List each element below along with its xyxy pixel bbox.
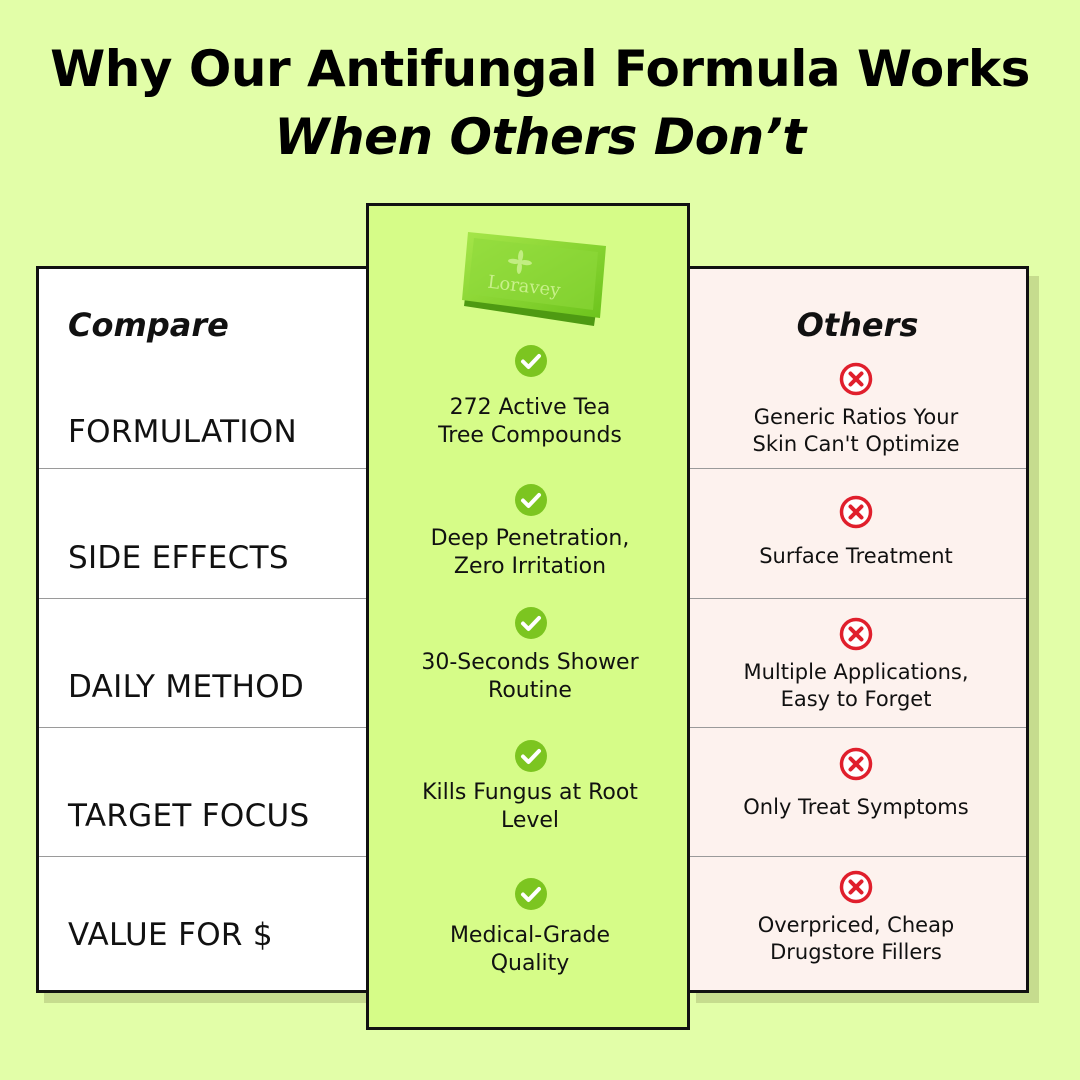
compare-header: Compare (68, 306, 229, 344)
cell-line: Overpriced, Cheap (757, 913, 955, 937)
ours-cell-side-effects: Deep Penetration, Zero Irritation (380, 525, 680, 581)
row-divider (686, 468, 1026, 469)
row-label-daily-method: DAILY METHOD (68, 669, 305, 705)
cell-line: Zero Irritation (453, 554, 607, 579)
cell-line: Multiple Applications, (743, 660, 969, 684)
row-label-target-focus: TARGET FOCUS (68, 798, 310, 834)
cell-line: Skin Can't Optimize (752, 432, 960, 456)
row-divider (686, 727, 1026, 728)
row-label-value: VALUE FOR $ (68, 917, 273, 953)
row-divider (39, 468, 369, 469)
others-cell-daily-method: Multiple Applications, Easy to Forget (700, 659, 1012, 713)
cell-line: Drugstore Fillers (770, 940, 942, 964)
cell-line: Medical-Grade (449, 923, 611, 948)
check-circle-icon (515, 607, 547, 639)
cell-line: Surface Treatment (759, 544, 953, 568)
others-cell-side-effects: Surface Treatment (700, 543, 1012, 570)
soap-bar-image: Loravey (462, 232, 606, 326)
x-circle-icon (839, 870, 873, 904)
x-circle-icon (839, 362, 873, 396)
row-label-formulation: FORMULATION (68, 414, 297, 450)
cell-line: Routine (488, 678, 572, 703)
row-divider (686, 856, 1026, 857)
cell-line: 30-Seconds Shower (421, 650, 639, 675)
x-circle-icon (839, 617, 873, 651)
cell-line: Tree Compounds (438, 423, 622, 448)
x-circle-icon (839, 747, 873, 781)
check-circle-icon (515, 740, 547, 772)
cell-line: Only Treat Symptoms (743, 795, 969, 819)
row-divider (39, 727, 369, 728)
x-circle-icon (839, 495, 873, 529)
check-circle-icon (515, 345, 547, 377)
row-label-side-effects: SIDE EFFECTS (68, 540, 289, 576)
page-subtitle: When Others Don’t (274, 108, 806, 166)
others-header: Others (796, 306, 919, 344)
cell-line: Quality (490, 951, 570, 976)
cell-line: Kills Fungus at Root (422, 780, 638, 805)
check-circle-icon (515, 484, 547, 516)
row-divider (39, 856, 369, 857)
row-divider (39, 598, 369, 599)
row-divider (686, 598, 1026, 599)
cell-line: Deep Penetration, (430, 526, 630, 551)
cell-line: Easy to Forget (780, 687, 932, 711)
compare-panel (36, 266, 376, 993)
cell-line: Level (500, 808, 560, 833)
others-cell-target-focus: Only Treat Symptoms (700, 794, 1012, 821)
check-circle-icon (515, 878, 547, 910)
cell-line: Generic Ratios Your (753, 405, 959, 429)
cell-line: 272 Active Tea (449, 395, 611, 420)
page-title: Why Our Antifungal Formula Works (50, 40, 1030, 98)
